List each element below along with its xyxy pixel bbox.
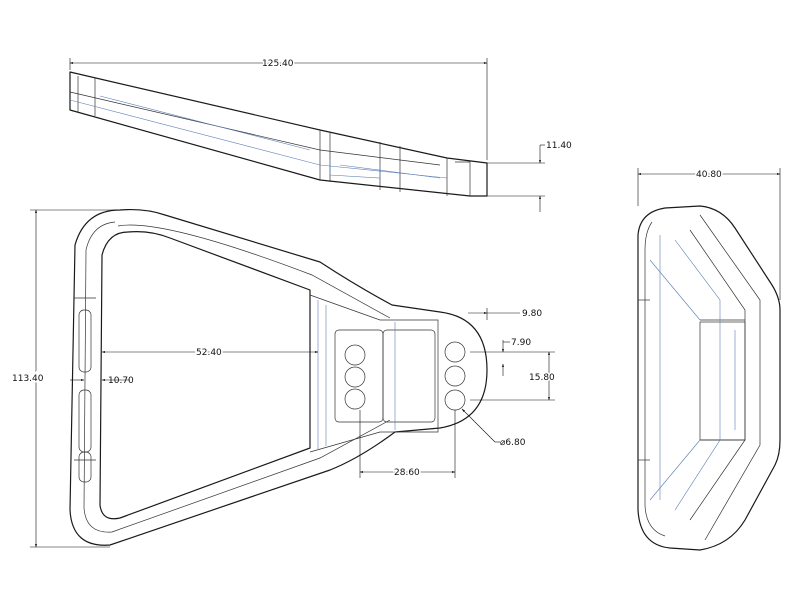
boss-width-dim: 28.60	[394, 468, 420, 478]
hole-left-2	[344, 366, 366, 388]
side-width-dim: 40.80	[696, 170, 722, 180]
hole-left-3	[344, 388, 366, 410]
hole-left-1	[344, 344, 366, 366]
hole-pitch-dim: 7.90	[511, 338, 531, 348]
top-length-dim: 125.40	[262, 59, 294, 69]
front-view: 113.40 52.40 10.70 28.60 9.80 7.90 15.80…	[11, 208, 557, 548]
top-view: 125.40 11.40	[69, 58, 572, 212]
hole-diameter-dim: ⌀6.80	[500, 438, 526, 448]
top-thickness-dim: 11.40	[546, 141, 572, 151]
hole-span-dim: 15.80	[529, 373, 555, 383]
inner-width-dim: 52.40	[196, 348, 222, 358]
tab-width-dim: 9.80	[522, 309, 542, 319]
front-height-dim: 113.40	[12, 374, 44, 384]
handle-outer-outline	[69, 208, 488, 546]
hole-right-1	[444, 341, 466, 363]
top-view-outline	[69, 71, 488, 197]
side-view-outline	[637, 205, 781, 551]
hole-right-2	[444, 365, 466, 387]
slot-width-dim: 10.70	[108, 376, 134, 386]
handle-inner-outline	[99, 231, 311, 520]
hole-right-3	[444, 389, 466, 411]
side-view: 40.80	[637, 168, 781, 551]
